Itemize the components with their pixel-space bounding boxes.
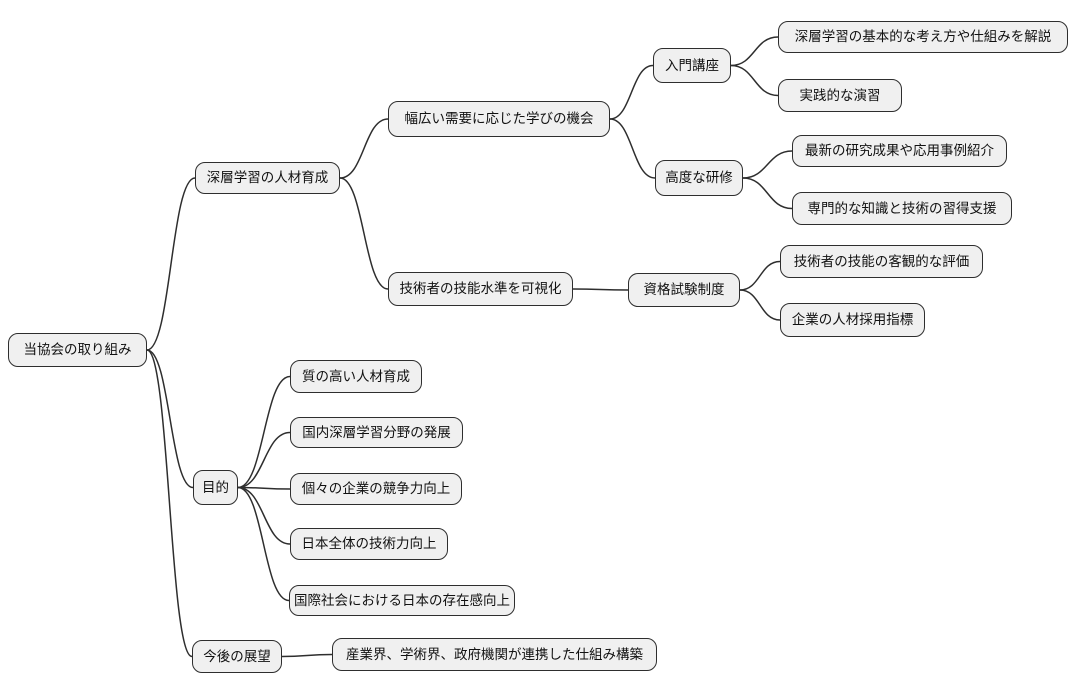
mindmap-node-global-presence[interactable]: 国際社会における日本の存在感向上	[289, 585, 515, 616]
mindmap-node-advanced-training[interactable]: 高度な研修	[655, 160, 743, 196]
edge-kashika-shikaku	[572, 288, 629, 291]
edge-manabi-nyumon	[609, 64, 654, 120]
edge-jinzai-kashika	[339, 177, 389, 290]
edge-kodo-senmon	[742, 177, 793, 210]
mindmap-node-objective-evaluation[interactable]: 技術者の技能の客観的な評価	[780, 245, 983, 278]
edge-jinzai-manabi	[339, 118, 389, 179]
mindmap-node-quality-talent[interactable]: 質の高い人材育成	[290, 360, 422, 393]
edge-mokuteki-kokunai	[237, 431, 291, 489]
mindmap-node-certification-system[interactable]: 資格試験制度	[628, 273, 740, 307]
mindmap-node-future-outlook[interactable]: 今後の展望	[192, 640, 282, 673]
edge-kodo-saishin	[742, 150, 793, 179]
mindmap-node-hiring-index[interactable]: 企業の人材採用指標	[780, 303, 925, 337]
edge-shikaku-kyakkan	[739, 260, 781, 291]
edge-root-mokuteki	[146, 349, 194, 489]
edge-mokuteki-shitsu	[237, 375, 291, 489]
mindmap-node-purpose[interactable]: 目的	[193, 470, 238, 505]
edge-manabi-kodo	[609, 118, 656, 179]
mindmap-node-japan-tech-improvement[interactable]: 日本全体の技術力向上	[290, 528, 448, 560]
edge-mokuteki-nihon	[237, 486, 291, 545]
mindmap-node-company-competitiveness[interactable]: 個々の企業の競争力向上	[290, 473, 462, 505]
edge-root-jinzai	[146, 177, 196, 351]
mindmap-node-talent-development[interactable]: 深層学習の人材育成	[195, 162, 340, 194]
edge-nyumon-jissen	[730, 64, 779, 97]
mindmap-node-root[interactable]: 当協会の取り組み	[8, 333, 147, 367]
mindmap-node-latest-research[interactable]: 最新の研究成果や応用事例紹介	[792, 135, 1007, 167]
edge-shikaku-saiyo	[739, 289, 781, 321]
edge-root-tenbo	[146, 349, 193, 658]
mindmap-node-learning-opportunities[interactable]: 幅広い需要に応じた学びの機会	[388, 101, 610, 137]
mindmap-node-expert-skill-support[interactable]: 専門的な知識と技術の習得支援	[792, 192, 1012, 225]
mindmap-node-practical-exercises[interactable]: 実践的な演習	[778, 79, 902, 112]
edge-nyumon-kihon	[730, 36, 779, 67]
mindmap-node-basics-explained[interactable]: 深層学習の基本的な考え方や仕組みを解説	[778, 21, 1068, 53]
mindmap-node-intro-course[interactable]: 入門講座	[653, 48, 731, 83]
mindmap-node-skill-visualization[interactable]: 技術者の技能水準を可視化	[388, 272, 573, 306]
edge-mokuteki-kokusai	[237, 486, 290, 602]
mindmap-node-collaboration-framework[interactable]: 産業界、学術界、政府機関が連携した仕組み構築	[332, 638, 657, 671]
edge-tenbo-sangyo	[281, 653, 333, 658]
mindmap-node-domestic-dl-growth[interactable]: 国内深層学習分野の発展	[290, 417, 463, 448]
edge-mokuteki-kigyo	[237, 486, 291, 490]
